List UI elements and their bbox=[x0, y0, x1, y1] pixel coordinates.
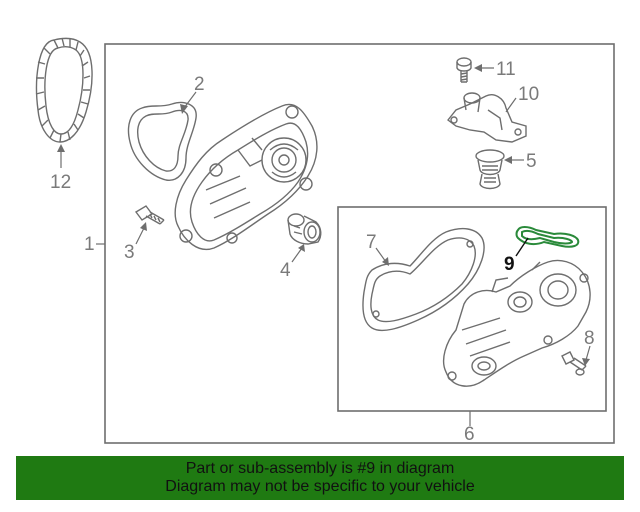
leader-4-arrow bbox=[298, 244, 305, 252]
leader-7-arrow bbox=[382, 257, 389, 266]
callout-1[interactable]: 1 bbox=[84, 234, 95, 255]
fitting-part-4[interactable] bbox=[287, 213, 322, 245]
leader-8-arrow bbox=[582, 358, 590, 366]
callout-2[interactable]: 2 bbox=[194, 74, 205, 95]
leader-2-arrow bbox=[180, 104, 188, 114]
gasket-part-7[interactable] bbox=[362, 227, 485, 332]
parts-diagram: 12 1 2 3 4 bbox=[35, 37, 615, 445]
callout-10[interactable]: 10 bbox=[518, 84, 539, 105]
bolt-part-11[interactable] bbox=[456, 57, 472, 83]
leader-3 bbox=[135, 227, 145, 245]
leader-11-arrow bbox=[474, 64, 482, 72]
callout-3[interactable]: 3 bbox=[124, 242, 135, 263]
leader-7 bbox=[375, 247, 387, 263]
callout-8[interactable]: 8 bbox=[584, 328, 595, 349]
leader-3-arrow bbox=[140, 222, 147, 231]
seal-part-9[interactable] bbox=[515, 226, 580, 248]
callout-5[interactable]: 5 bbox=[526, 151, 537, 172]
leader-4 bbox=[291, 247, 303, 263]
leader-8 bbox=[585, 345, 591, 361]
callout-11[interactable]: 11 bbox=[496, 59, 516, 80]
water-pump-housing[interactable] bbox=[174, 103, 318, 251]
leader-5-arrow bbox=[504, 156, 512, 164]
callout-6[interactable]: 6 bbox=[464, 424, 475, 445]
thermostat-part-5[interactable] bbox=[475, 149, 505, 190]
bolt-part-8[interactable] bbox=[561, 351, 587, 376]
callout-4[interactable]: 4 bbox=[280, 260, 291, 281]
subassembly-frame bbox=[337, 206, 607, 412]
leader-10 bbox=[505, 97, 517, 113]
gasket-part[interactable] bbox=[127, 101, 197, 181]
leader-9 bbox=[515, 237, 529, 257]
leader-12-arrow bbox=[57, 144, 65, 152]
callout-7[interactable]: 7 bbox=[366, 232, 377, 253]
pump-body-part-6[interactable] bbox=[442, 259, 591, 387]
leader-2 bbox=[183, 91, 197, 109]
banner-line-2: Diagram may not be specific to your vehi… bbox=[165, 478, 475, 495]
banner-line-1: Part or sub-assembly is #9 in diagram bbox=[185, 460, 455, 477]
thermostat-housing-part-10[interactable] bbox=[447, 92, 527, 143]
info-banner: Part or sub-assembly is #9 in diagram Di… bbox=[16, 456, 624, 500]
belt-part[interactable] bbox=[35, 37, 93, 143]
callout-9[interactable]: 9 bbox=[504, 254, 515, 275]
callout-12[interactable]: 12 bbox=[50, 172, 71, 193]
bolt-part-3[interactable] bbox=[134, 205, 165, 225]
